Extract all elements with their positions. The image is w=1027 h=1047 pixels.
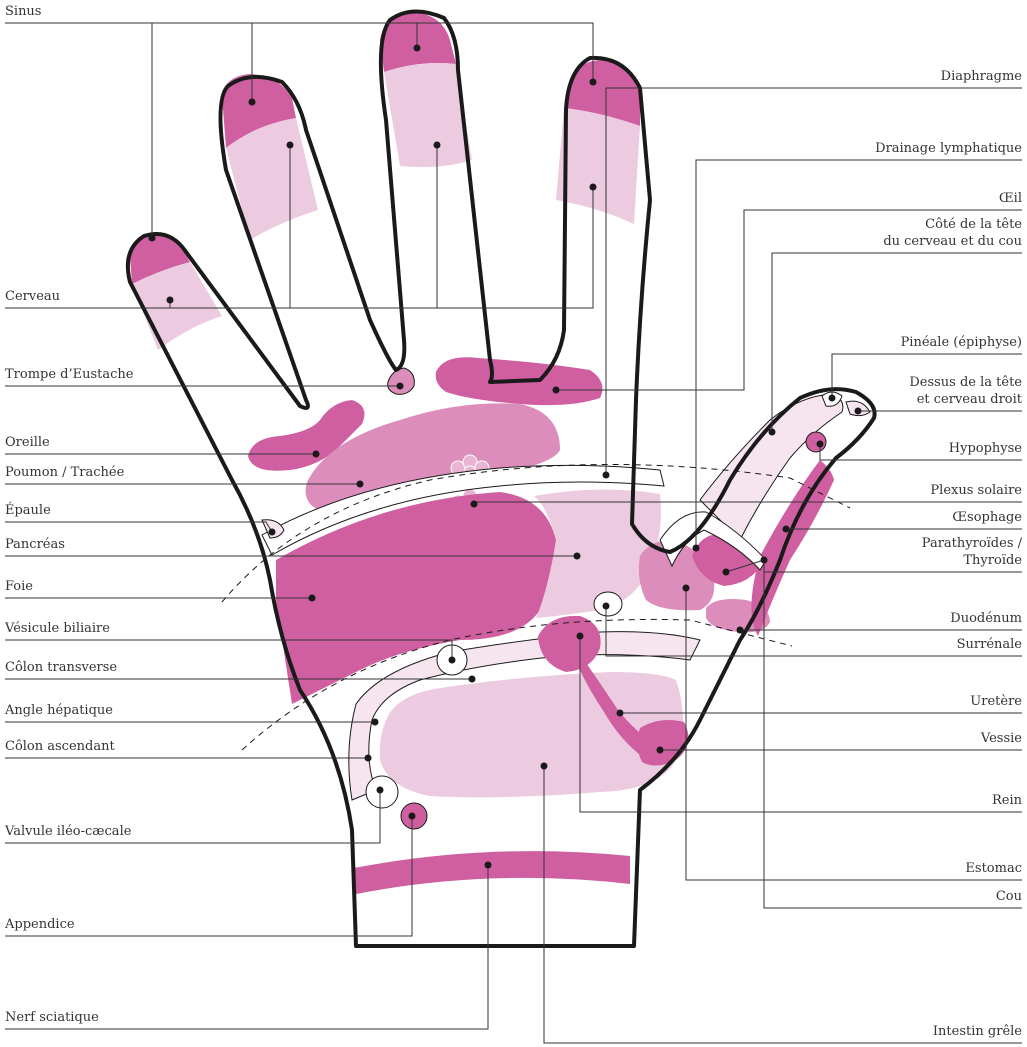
label-rein: Rein xyxy=(992,793,1022,808)
label-epaule: Épaule xyxy=(5,503,51,518)
label-dessus-2: et cerveau droit xyxy=(917,392,1022,407)
label-vessie: Vessie xyxy=(981,731,1022,746)
label-cerveau: Cerveau xyxy=(5,289,60,304)
label-cote-tete-2: du cerveau et du cou xyxy=(883,234,1022,249)
label-intestin-grele: Intestin grêle xyxy=(933,1024,1022,1039)
label-plexus: Plexus solaire xyxy=(930,483,1022,498)
label-oreille: Oreille xyxy=(5,435,50,450)
label-oeil: Œil xyxy=(999,191,1022,206)
label-pineale: Pinéale (épiphyse) xyxy=(901,335,1022,350)
hypophyse-zone xyxy=(806,432,826,452)
label-valvule: Valvule iléo-cæcale xyxy=(5,824,131,839)
label-hypophyse: Hypophyse xyxy=(949,441,1022,456)
bladder-zone xyxy=(637,720,688,766)
label-estomac: Estomac xyxy=(965,861,1022,876)
label-vesicule: Vésicule biliaire xyxy=(5,621,110,636)
label-dessus-1: Dessus de la tête xyxy=(909,375,1022,390)
label-poumon: Poumon / Trachée xyxy=(5,465,124,480)
label-diaphragme: Diaphragme xyxy=(941,69,1022,84)
label-colon-ascendant: Côlon ascendant xyxy=(5,739,115,754)
label-sinus: Sinus xyxy=(5,4,41,19)
label-cou: Cou xyxy=(996,889,1022,904)
label-cote-tete-1: Côté de la tête xyxy=(925,217,1022,232)
label-trompe-eustache: Trompe d’Eustache xyxy=(5,367,134,382)
label-appendice: Appendice xyxy=(5,917,75,932)
kidney-zone xyxy=(538,616,601,672)
label-angle-hepatique: Angle hépatique xyxy=(5,703,113,718)
label-oesophage: Œsophage xyxy=(952,510,1022,525)
label-drainage: Drainage lymphatique xyxy=(875,141,1022,156)
label-surrenale: Surrénale xyxy=(957,637,1022,652)
wrist-band xyxy=(354,851,630,894)
label-pancreas: Pancréas xyxy=(5,537,65,552)
ring-finger-middle-zone xyxy=(556,108,640,224)
trompe-eustache-zone xyxy=(388,368,415,394)
label-colon-transverse: Côlon transverse xyxy=(5,660,117,675)
label-uretere: Uretère xyxy=(970,694,1022,709)
label-foie: Foie xyxy=(5,579,33,594)
label-parathyroides-2: Thyroïde xyxy=(963,553,1022,568)
label-duodenum: Duodénum xyxy=(950,611,1022,626)
label-nerf-sciatique: Nerf sciatique xyxy=(5,1010,99,1025)
label-parathyroides-1: Parathyroïdes / xyxy=(922,536,1022,551)
